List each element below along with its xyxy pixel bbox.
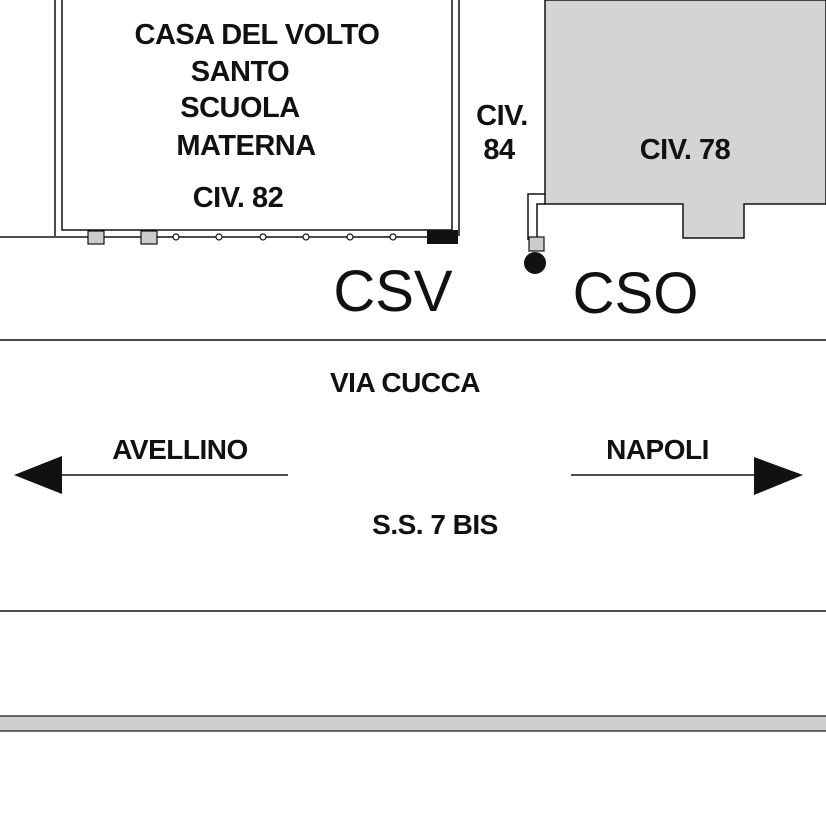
direction-left-label: AVELLINO xyxy=(112,434,248,465)
bottom-strip xyxy=(0,715,826,732)
road-name: VIA CUCCA xyxy=(329,367,481,398)
casa-line3: SCUOLA xyxy=(180,92,300,124)
fence-node xyxy=(389,233,397,241)
wall-post xyxy=(528,236,545,252)
wall-civ78 xyxy=(527,193,545,240)
arrow-left-icon xyxy=(14,456,62,494)
civ78-label: CIV. 78 xyxy=(639,134,731,166)
fence-node xyxy=(346,233,354,241)
road-code: S.S. 7 BIS xyxy=(372,509,498,540)
building-civ78 xyxy=(544,0,826,239)
csv-label: CSV xyxy=(333,259,453,324)
building-civ82 xyxy=(54,0,460,236)
fence-node xyxy=(172,233,180,241)
civ84-line1: CIV. xyxy=(476,100,528,132)
casa-civ-label: CIV. 82 xyxy=(192,182,284,214)
casa-line2: SANTO xyxy=(190,56,290,88)
gate-csv xyxy=(427,230,458,244)
casa-line1: CASA DEL VOLTO xyxy=(134,19,380,51)
casa-line4: MATERNA xyxy=(176,130,316,162)
cso-label: CSO xyxy=(572,261,699,326)
fence-node xyxy=(302,233,310,241)
fence-node xyxy=(259,233,267,241)
arrow-right-icon xyxy=(754,457,803,495)
fence-node xyxy=(215,233,223,241)
civ84-line2: 84 xyxy=(483,134,515,166)
direction-right-label: NAPOLI xyxy=(606,434,709,465)
fence-post xyxy=(87,230,105,245)
cso-marker xyxy=(524,252,546,274)
fence-post xyxy=(140,230,158,245)
